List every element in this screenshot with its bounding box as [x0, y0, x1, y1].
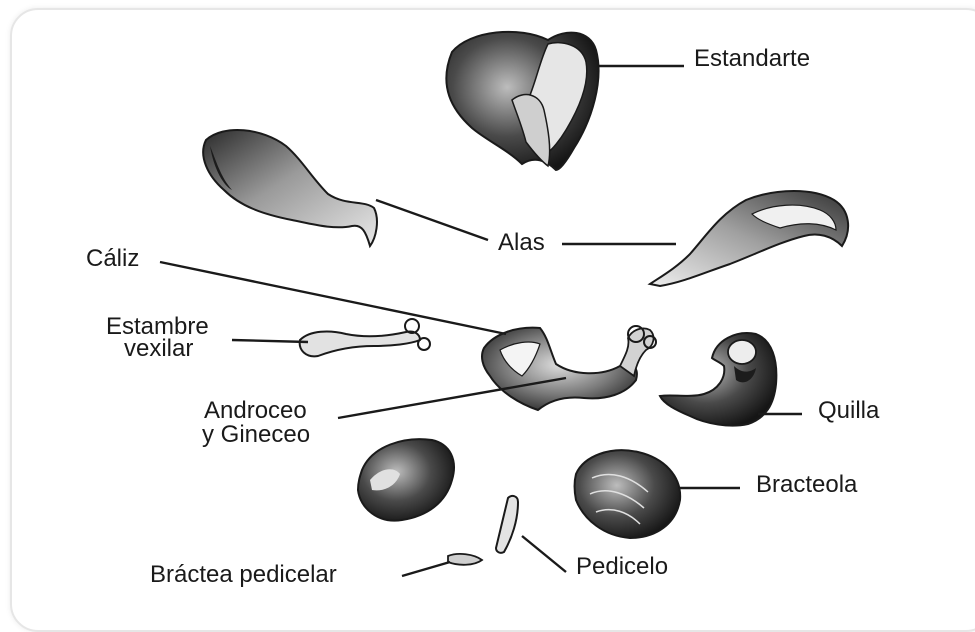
estandarte-illustration: [446, 32, 598, 170]
label-androceo-line2: y Gineceo: [202, 421, 310, 448]
estambre-vexilar-leader: [232, 340, 308, 342]
quilla-illustration: [660, 333, 776, 425]
pedicelo-illustration: [496, 496, 518, 553]
label-androceo-line1: Androceo: [204, 397, 307, 424]
label-estandarte: Estandarte: [694, 45, 810, 72]
label-estambre-line2: vexilar: [124, 335, 193, 362]
caliz-illustration: [482, 328, 637, 410]
label-bracteola: Bracteola: [756, 471, 858, 498]
label-alas: Alas: [498, 229, 545, 256]
pedicelo-leader: [522, 536, 566, 572]
flower-parts-diagram: Estandarte Alas Cáliz Estambre vexilar A…: [0, 0, 975, 602]
ala-right-illustration: [650, 191, 848, 286]
label-quilla: Quilla: [818, 397, 880, 424]
estambre-vexilar-illustration: [300, 319, 430, 356]
bractea-pedicelar-leader: [402, 562, 450, 576]
alas-left-leader: [376, 200, 488, 240]
androceo-gineceo-illustration: [620, 326, 656, 376]
label-bractea-pedicelar: Bráctea pedicelar: [150, 561, 337, 588]
label-caliz: Cáliz: [86, 245, 139, 272]
label-pedicelo: Pedicelo: [576, 553, 668, 580]
bractea-pedicelar-illustration: [448, 554, 482, 565]
bracteola-right-illustration: [575, 450, 681, 538]
caliz-leader: [160, 262, 506, 334]
ala-left-illustration: [203, 130, 377, 246]
bracteola-left-illustration: [358, 439, 454, 520]
